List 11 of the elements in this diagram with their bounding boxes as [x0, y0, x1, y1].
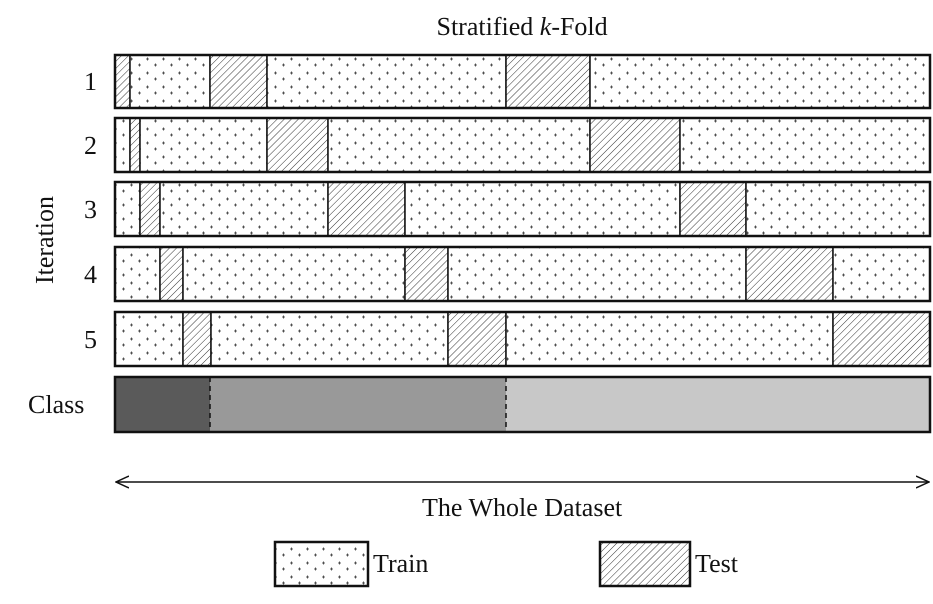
iteration-number: 4	[84, 260, 97, 290]
legend-label: Test	[695, 549, 738, 579]
iteration-number: 3	[84, 195, 97, 225]
iteration-number: 1	[84, 67, 97, 97]
dimension-label: The Whole Dataset	[422, 493, 622, 523]
iteration-number: 5	[84, 325, 97, 355]
row-label: Class	[28, 390, 84, 420]
diagram-title: Stratified k-Fold	[436, 12, 608, 42]
legend-label: Train	[373, 549, 428, 579]
axis-title: Iteration	[30, 196, 60, 284]
iteration-number: 2	[84, 131, 97, 161]
